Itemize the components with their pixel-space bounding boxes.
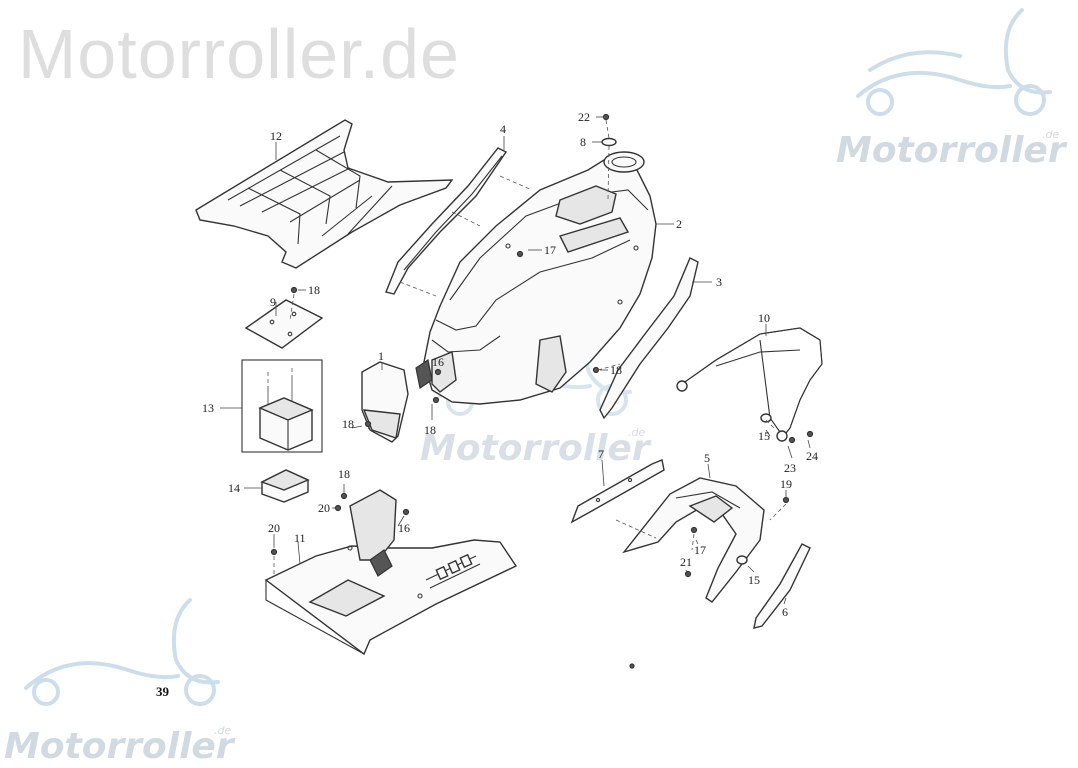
callout-17-fender: 17 xyxy=(694,543,706,557)
callout-23: 23 xyxy=(784,461,796,475)
fasteners xyxy=(270,113,814,669)
part-rear-carrier xyxy=(676,327,823,442)
watermark-bottom-left: Motorroller .de xyxy=(4,598,236,767)
part-battery xyxy=(241,359,323,453)
part-inner-cover xyxy=(361,351,457,443)
callout-21: 21 xyxy=(680,555,692,569)
part-block xyxy=(260,469,310,503)
part-floor-mat xyxy=(195,119,454,269)
callout-6: 6 xyxy=(782,605,788,619)
part-body-shell xyxy=(423,151,657,405)
callout-2: 2 xyxy=(676,217,682,231)
callout-5: 5 xyxy=(704,451,710,465)
callout-3: 3 xyxy=(716,275,722,289)
scooter-logo-icon xyxy=(24,598,220,706)
part-floor-tray xyxy=(264,489,518,656)
brand-title: Motorroller.de xyxy=(18,15,460,93)
callout-7: 7 xyxy=(598,447,604,461)
callout-17-body: 17 xyxy=(544,243,556,257)
callout-20: 20 xyxy=(268,521,280,535)
part-plate xyxy=(244,299,324,349)
callout-14: 14 xyxy=(228,481,240,495)
callout-4: 4 xyxy=(500,122,506,136)
callout-11: 11 xyxy=(294,531,306,545)
watermark-suffix: .de xyxy=(1042,128,1059,141)
leader-lines xyxy=(220,116,811,605)
watermark-suffix: .de xyxy=(214,724,231,737)
page-number: 39 xyxy=(156,684,169,699)
watermark-suffix: .de xyxy=(628,426,645,439)
scooter-logo-icon xyxy=(856,8,1052,116)
callout-19: 19 xyxy=(780,477,792,491)
part-rear-fender xyxy=(622,477,765,603)
watermark-text: Motorroller xyxy=(4,726,236,767)
callout-16-tray: 16 xyxy=(398,521,410,535)
callout-15-carrier: 15 xyxy=(758,429,770,443)
callout-16-body: 16 xyxy=(432,355,444,369)
callout-20-tray: 20 xyxy=(318,501,330,515)
callout-18-plate: 18 xyxy=(308,283,320,297)
callout-10: 10 xyxy=(758,311,770,325)
watermark-text: Motorroller xyxy=(420,428,652,469)
part-rear-strip xyxy=(753,543,811,629)
callout-18-lower: 18 xyxy=(424,423,436,437)
callout-9: 9 xyxy=(270,295,276,309)
callout-22: 22 xyxy=(578,110,590,124)
callout-15-fender: 15 xyxy=(748,573,760,587)
callout-8: 8 xyxy=(580,135,586,149)
callout-1: 1 xyxy=(378,349,384,363)
part-right-strip xyxy=(599,257,699,420)
callout-18-tray: 18 xyxy=(338,467,350,481)
callout-18-body: 18 xyxy=(610,363,622,377)
watermark-top-right: Motorroller .de xyxy=(836,8,1068,171)
assembly-lines xyxy=(267,119,787,574)
watermark-text: Motorroller xyxy=(836,130,1068,171)
callout-labels: 12 4 22 8 2 3 10 9 18 17 1 16 13 18 18 1… xyxy=(202,110,818,619)
callout-12: 12 xyxy=(270,129,282,143)
callout-18-cover: 18 xyxy=(342,417,354,431)
callout-13: 13 xyxy=(202,401,214,415)
part-bracket-strip xyxy=(570,459,665,524)
callout-24: 24 xyxy=(806,449,818,463)
